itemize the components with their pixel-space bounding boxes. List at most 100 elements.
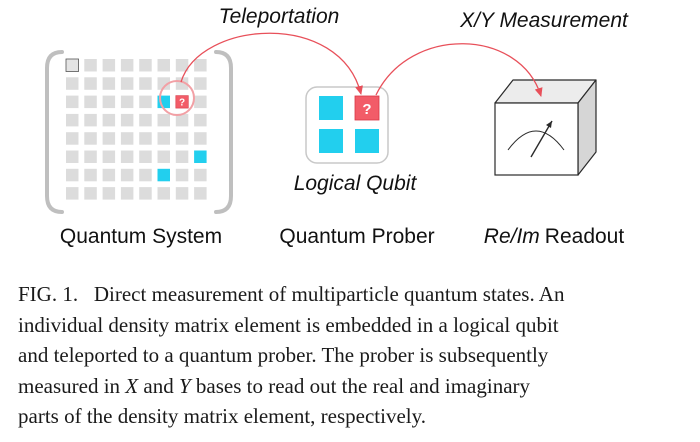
matrix-element (66, 187, 79, 200)
caption-line-5: parts of the density matrix element, res… (18, 404, 427, 428)
matrix-element (194, 59, 207, 72)
matrix-element (84, 150, 97, 163)
matrix-element (66, 77, 79, 90)
matrix-element (84, 168, 97, 182)
readout-cube-front (494, 102, 579, 176)
matrix-element (120, 95, 134, 109)
quantum-system-label: Quantum System (60, 225, 222, 248)
matrix-element (66, 150, 79, 163)
prober-cell-top-right (354, 95, 380, 121)
matrix-element (157, 150, 170, 163)
measurement-arrow (375, 43, 543, 97)
matrix-element (84, 77, 97, 90)
matrix-element (157, 59, 170, 72)
matrix-element (194, 187, 207, 200)
matrix-element (84, 113, 97, 127)
matrix-element (120, 113, 134, 127)
meter-needle-tip (546, 121, 552, 128)
matrix-element (194, 113, 207, 127)
matrix-element (139, 77, 152, 90)
matrix-element (102, 132, 116, 145)
matrix-element (120, 168, 134, 182)
matrix-element (139, 59, 152, 72)
matrix-element (84, 132, 97, 145)
matrix-element (84, 95, 97, 109)
matrix-element (139, 113, 152, 127)
figure-diagram: ? ? Teleportation X/Y Measurement Logica… (45, 5, 629, 248)
matrix-element (175, 113, 189, 127)
matrix-element (139, 95, 152, 109)
measurement-label: X/Y Measurement (459, 9, 629, 32)
meter-dial-arc (507, 130, 565, 151)
teleportation-arrow (180, 32, 363, 95)
quantum-prober-label: Quantum Prober (279, 225, 434, 248)
matrix-element (194, 132, 207, 145)
matrix-element (139, 132, 152, 145)
matrix-left-bracket (45, 50, 64, 214)
matrix-element (139, 150, 152, 163)
caption-l4c: bases to read out the real and imaginary (190, 373, 531, 398)
matrix-element (102, 187, 116, 200)
matrix-element (102, 113, 116, 127)
figure-caption: FIG. 1. Direct measurement of multiparti… (18, 279, 682, 432)
matrix-element (84, 59, 97, 72)
matrix-element (120, 59, 134, 72)
readout-label-italic: Re/Im (484, 225, 540, 248)
caption-line-1: FIG. 1. Direct measurement of multiparti… (18, 279, 682, 310)
matrix-element (157, 132, 170, 145)
matrix-element (102, 150, 116, 163)
prober-cell-bottom-right (355, 129, 379, 153)
matrix-element (175, 132, 189, 145)
matrix-element-highlighted (194, 150, 207, 163)
caption-line-3: and teleported to a quantum prober. The … (18, 343, 549, 367)
caption-x: X (125, 373, 139, 398)
matrix-element (102, 168, 116, 182)
caption-y: Y (178, 373, 191, 398)
readout-label-text: Readout (545, 225, 625, 248)
matrix-element (194, 168, 207, 182)
matrix-element (194, 77, 207, 90)
matrix-element (120, 77, 134, 90)
matrix-element (139, 187, 152, 200)
density-matrix-grid: ? (65, 58, 207, 200)
prober-cell-top-left (319, 96, 343, 120)
matrix-element-selected (175, 95, 189, 109)
prober-question-mark: ? (362, 101, 371, 118)
caption-fig-label: FIG. 1. (18, 282, 79, 306)
matrix-question-mark: ? (179, 98, 185, 109)
caption-line-2: individual density matrix element is emb… (18, 312, 559, 337)
matrix-element (66, 95, 79, 109)
matrix-element (175, 187, 189, 200)
matrix-element (120, 132, 134, 145)
matrix-element (194, 95, 207, 109)
matrix-element (84, 187, 97, 200)
teleportation-label: Teleportation (219, 5, 340, 28)
matrix-element (157, 113, 170, 127)
prober-cell-bottom-left (319, 129, 343, 153)
matrix-element-origin (65, 58, 79, 72)
matrix-element (120, 187, 134, 200)
caption-l4a: measured in (18, 373, 126, 398)
matrix-element-highlighted (157, 168, 170, 182)
caption-line-4: measured in X and Y bases to read out th… (18, 371, 682, 402)
matrix-element (120, 150, 134, 163)
matrix-element (66, 168, 79, 182)
meter-needle (530, 120, 553, 158)
matrix-element (175, 59, 189, 72)
caption-line-1-text: Direct measurement of multiparticle quan… (93, 282, 565, 306)
logical-qubit-label: Logical Qubit (294, 172, 418, 195)
matrix-element (102, 77, 116, 90)
selected-element-circle (159, 80, 195, 116)
matrix-element (102, 59, 116, 72)
matrix-right-bracket (214, 50, 233, 214)
matrix-element (102, 95, 116, 109)
readout-meter (494, 79, 597, 176)
matrix-element (175, 168, 189, 182)
matrix-element (66, 132, 79, 145)
caption-l4b: and (138, 373, 179, 398)
matrix-element (66, 113, 79, 127)
matrix-element (157, 77, 170, 90)
matrix-element (175, 150, 189, 163)
matrix-element (157, 187, 170, 200)
